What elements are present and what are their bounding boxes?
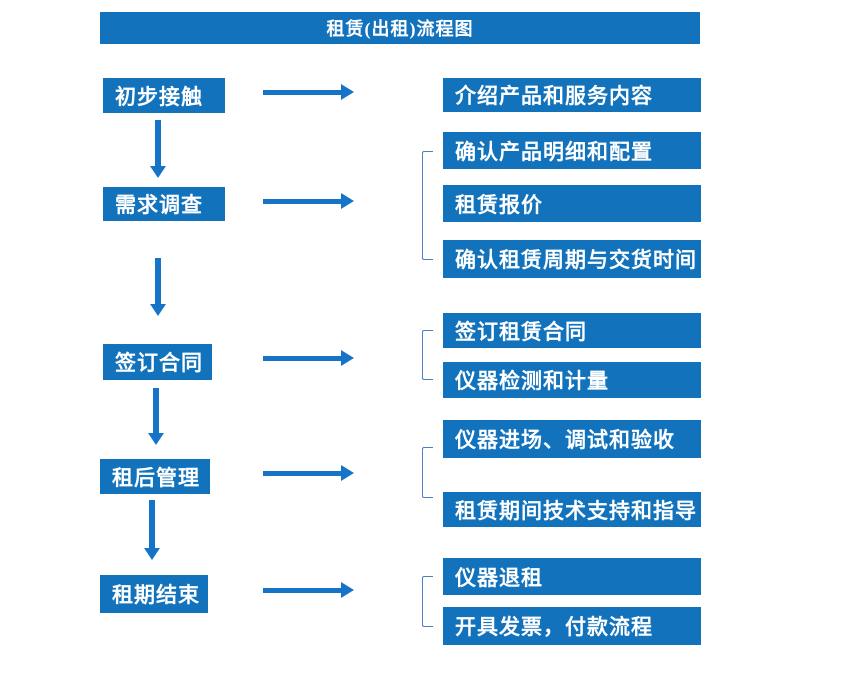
arrow-head-icon (144, 548, 160, 560)
arrow-head-icon (341, 350, 354, 366)
down-arrow-3 (148, 388, 164, 445)
detail-box-sign-rental-contract: 签订租赁合同 (443, 313, 701, 348)
down-arrow-2 (150, 258, 166, 316)
title-banner: 租赁(出租)流程图 (100, 12, 700, 44)
down-arrow-4 (144, 500, 160, 560)
arrow-shaft (155, 258, 161, 304)
right-arrow-3 (263, 350, 354, 366)
detail-box-invoice-payment: 开具发票，付款流程 (443, 607, 701, 645)
right-arrow-1 (263, 84, 354, 100)
detail-box-confirm-product-details: 确认产品明细和配置 (443, 132, 701, 169)
arrow-shaft (263, 587, 342, 593)
arrow-head-icon (341, 582, 354, 598)
detail-box-introduce-products: 介绍产品和服务内容 (443, 78, 701, 112)
right-arrow-5 (263, 582, 354, 598)
arrow-shaft (155, 120, 161, 166)
arrow-head-icon (150, 304, 166, 316)
group-bracket-post-rental-management (422, 447, 433, 498)
arrow-head-icon (341, 193, 354, 209)
arrow-shaft (153, 388, 159, 433)
group-bracket-contract-signing (422, 330, 433, 380)
detail-box-technical-support: 租赁期间技术支持和指导 (443, 492, 701, 527)
detail-box-instrument-testing: 仪器检测和计量 (443, 362, 701, 398)
arrow-shaft (149, 500, 155, 548)
detail-box-confirm-rental-period: 确认租赁周期与交货时间 (443, 240, 701, 278)
detail-box-instrument-delivery: 仪器进场、调试和验收 (443, 420, 701, 458)
down-arrow-1 (150, 120, 166, 178)
stage-box-contract-signing: 签订合同 (103, 344, 212, 380)
arrow-head-icon (341, 84, 354, 100)
detail-box-instrument-return: 仪器退租 (443, 558, 701, 595)
arrow-shaft (263, 470, 342, 476)
stage-box-initial-contact: 初步接触 (103, 78, 225, 113)
stage-box-demand-survey: 需求调查 (103, 187, 225, 221)
arrow-head-icon (341, 465, 354, 481)
arrow-shaft (263, 355, 342, 361)
right-arrow-4 (263, 465, 354, 481)
arrow-head-icon (150, 166, 166, 178)
stage-box-lease-end: 租期结束 (100, 575, 208, 613)
detail-box-rental-quotation: 租赁报价 (443, 185, 701, 222)
page-title: 租赁(出租)流程图 (326, 19, 474, 39)
right-arrow-2 (263, 193, 354, 209)
stage-box-post-rental-management: 租后管理 (100, 459, 210, 494)
arrow-shaft (263, 198, 342, 204)
arrow-head-icon (148, 433, 164, 445)
group-bracket-demand-survey (422, 151, 433, 260)
arrow-shaft (263, 89, 342, 95)
group-bracket-lease-end (422, 576, 433, 627)
